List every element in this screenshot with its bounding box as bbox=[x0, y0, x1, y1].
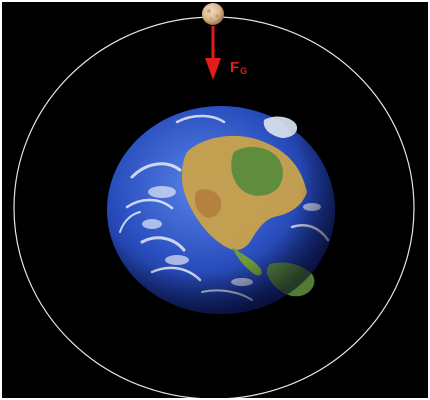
moon-icon bbox=[202, 3, 224, 25]
force-label: FG bbox=[230, 60, 247, 76]
earth-icon bbox=[107, 106, 335, 314]
force-subscript: G bbox=[240, 66, 248, 76]
force-symbol: F bbox=[230, 59, 240, 76]
gravity-force-arrow bbox=[205, 26, 221, 80]
